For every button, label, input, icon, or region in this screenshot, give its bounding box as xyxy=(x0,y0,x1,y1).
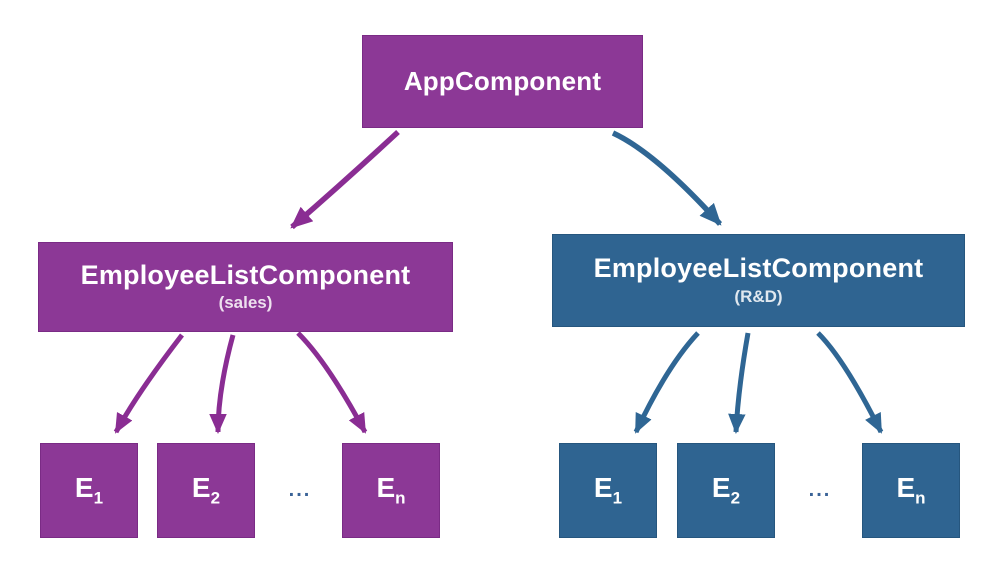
employee-label-sub: n xyxy=(915,488,926,508)
employee-label-sales-e1: E1 xyxy=(75,472,103,509)
arrow-rnd-to-en xyxy=(816,331,884,434)
employee-label-sub: 2 xyxy=(730,488,741,508)
employee-list-rnd-node: EmployeeListComponent (R&D) xyxy=(552,234,965,327)
employee-label-base: E xyxy=(74,472,94,504)
arrow-app-to-rnd xyxy=(611,130,723,226)
employee-label-sub: 1 xyxy=(612,488,623,508)
employee-label-base: E xyxy=(711,472,731,504)
employee-label-rnd-e2: E2 xyxy=(712,472,740,509)
employee-label-rnd-en: En xyxy=(896,472,925,509)
ellipsis-sales-text: ... xyxy=(288,478,312,501)
employee-node-sales-e2: E2 xyxy=(157,443,255,538)
employee-list-sales-node: EmployeeListComponent (sales) xyxy=(38,242,453,332)
ellipsis-sales: ... xyxy=(283,476,317,504)
arrow-rnd-to-e2 xyxy=(728,332,751,434)
employee-node-rnd-e1: E1 xyxy=(559,443,657,538)
employee-label-base: E xyxy=(376,472,396,504)
arrow-sales-to-e1 xyxy=(113,333,184,434)
arrow-rnd-to-e1 xyxy=(633,331,700,434)
employee-label-base: E xyxy=(593,472,613,504)
employee-node-rnd-e2: E2 xyxy=(677,443,775,538)
employee-node-sales-e1: E1 xyxy=(40,443,138,538)
employee-label-base: E xyxy=(896,472,916,504)
employee-label-sub: 2 xyxy=(210,488,221,508)
employee-label-sales-e2: E2 xyxy=(192,472,220,509)
app-component-label: AppComponent xyxy=(403,66,602,97)
employee-label-rnd-e1: E1 xyxy=(594,472,622,509)
employee-list-sales-label: EmployeeListComponent xyxy=(80,259,411,290)
app-component-node: AppComponent xyxy=(362,35,643,128)
employee-list-rnd-sublabel: (R&D) xyxy=(734,286,783,306)
arrow-sales-to-en xyxy=(296,331,368,434)
employee-list-rnd-label: EmployeeListComponent xyxy=(593,253,924,284)
employee-label-sales-en: En xyxy=(376,472,405,509)
employee-label-sub: n xyxy=(395,488,406,508)
ellipsis-rnd-text: ... xyxy=(808,478,832,501)
employee-node-rnd-en: En xyxy=(862,443,960,538)
employee-label-sub: 1 xyxy=(93,488,104,508)
arrow-sales-to-e2 xyxy=(209,334,236,435)
employee-label-base: E xyxy=(191,472,211,504)
employee-node-sales-en: En xyxy=(342,443,440,538)
ellipsis-rnd: ... xyxy=(803,476,837,504)
arrow-app-to-sales xyxy=(290,129,400,230)
employee-list-sales-sublabel: (sales) xyxy=(218,293,273,313)
